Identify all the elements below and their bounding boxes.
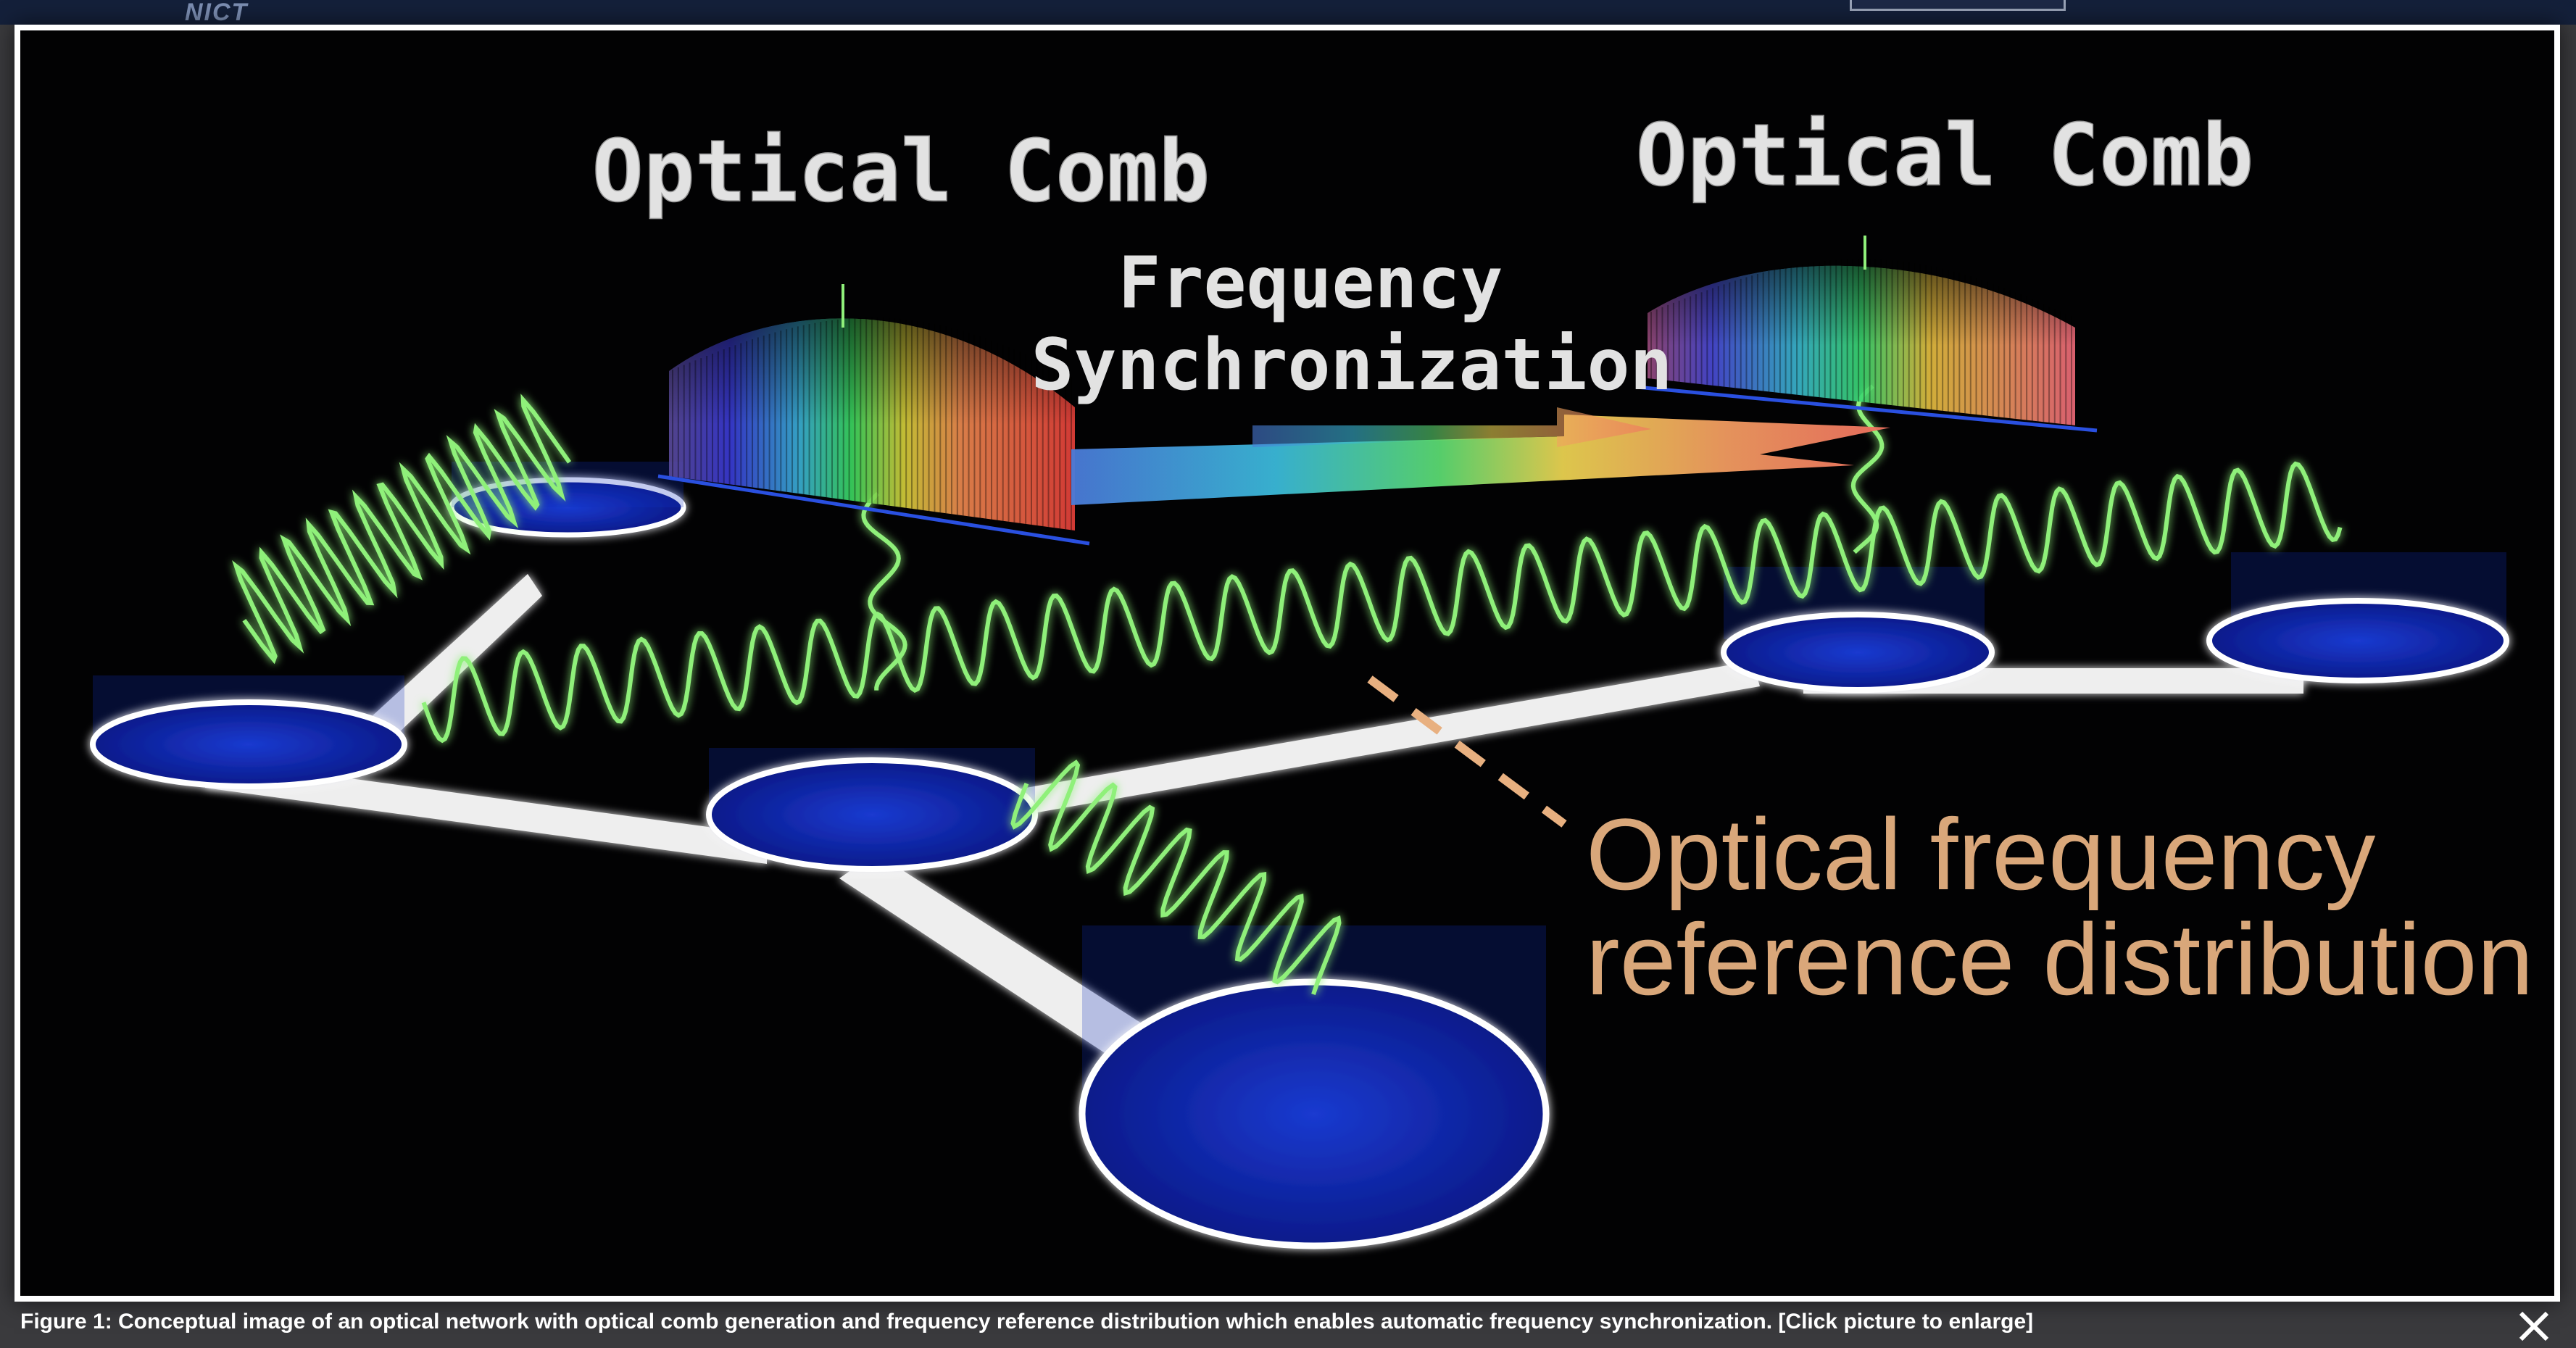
node-left	[90, 675, 407, 789]
header-search-box[interactable]	[1850, 0, 2066, 11]
wave-main	[421, 461, 2343, 744]
figure-image[interactable]: Optical Comb Optical Comb Frequency Sync…	[20, 30, 2554, 1296]
optical-comb-left	[657, 284, 1090, 546]
node-right-far	[2206, 552, 2509, 683]
label-sync-line1: Frequency	[1118, 242, 1503, 325]
figure-caption: Figure 1: Conceptual image of an optical…	[20, 1310, 2034, 1334]
network-nodes	[90, 462, 2509, 1249]
close-icon	[2519, 1311, 2549, 1341]
reference-pointer	[1367, 675, 1567, 828]
reference-waves	[232, 384, 2343, 995]
wave-left	[232, 394, 572, 665]
wave-bottom	[1010, 760, 1342, 995]
label-reference-line2: reference distribution	[1586, 902, 2533, 1016]
label-comb-left: Optical Comb	[592, 121, 1210, 221]
optical-comb-right	[1636, 236, 2098, 433]
close-button[interactable]	[2512, 1303, 2556, 1347]
site-logo[interactable]: NICT	[185, 0, 249, 26]
node-bottom	[1079, 925, 1550, 1249]
node-left-far	[449, 462, 686, 538]
sync-arrow	[1071, 407, 1890, 505]
link-b	[361, 574, 542, 748]
node-center	[706, 748, 1038, 872]
node-right	[1721, 567, 1995, 693]
label-comb-right: Optical Comb	[1636, 105, 2254, 205]
wave-vertical-right	[1850, 384, 1885, 554]
link-a	[205, 759, 767, 864]
wave-vertical-left	[861, 491, 907, 691]
link-c	[839, 661, 1760, 846]
label-sync-line2: Synchronization	[1031, 324, 1672, 407]
site-header: NICT	[0, 0, 2576, 25]
label-reference-line1: Optical frequency	[1586, 797, 2375, 911]
